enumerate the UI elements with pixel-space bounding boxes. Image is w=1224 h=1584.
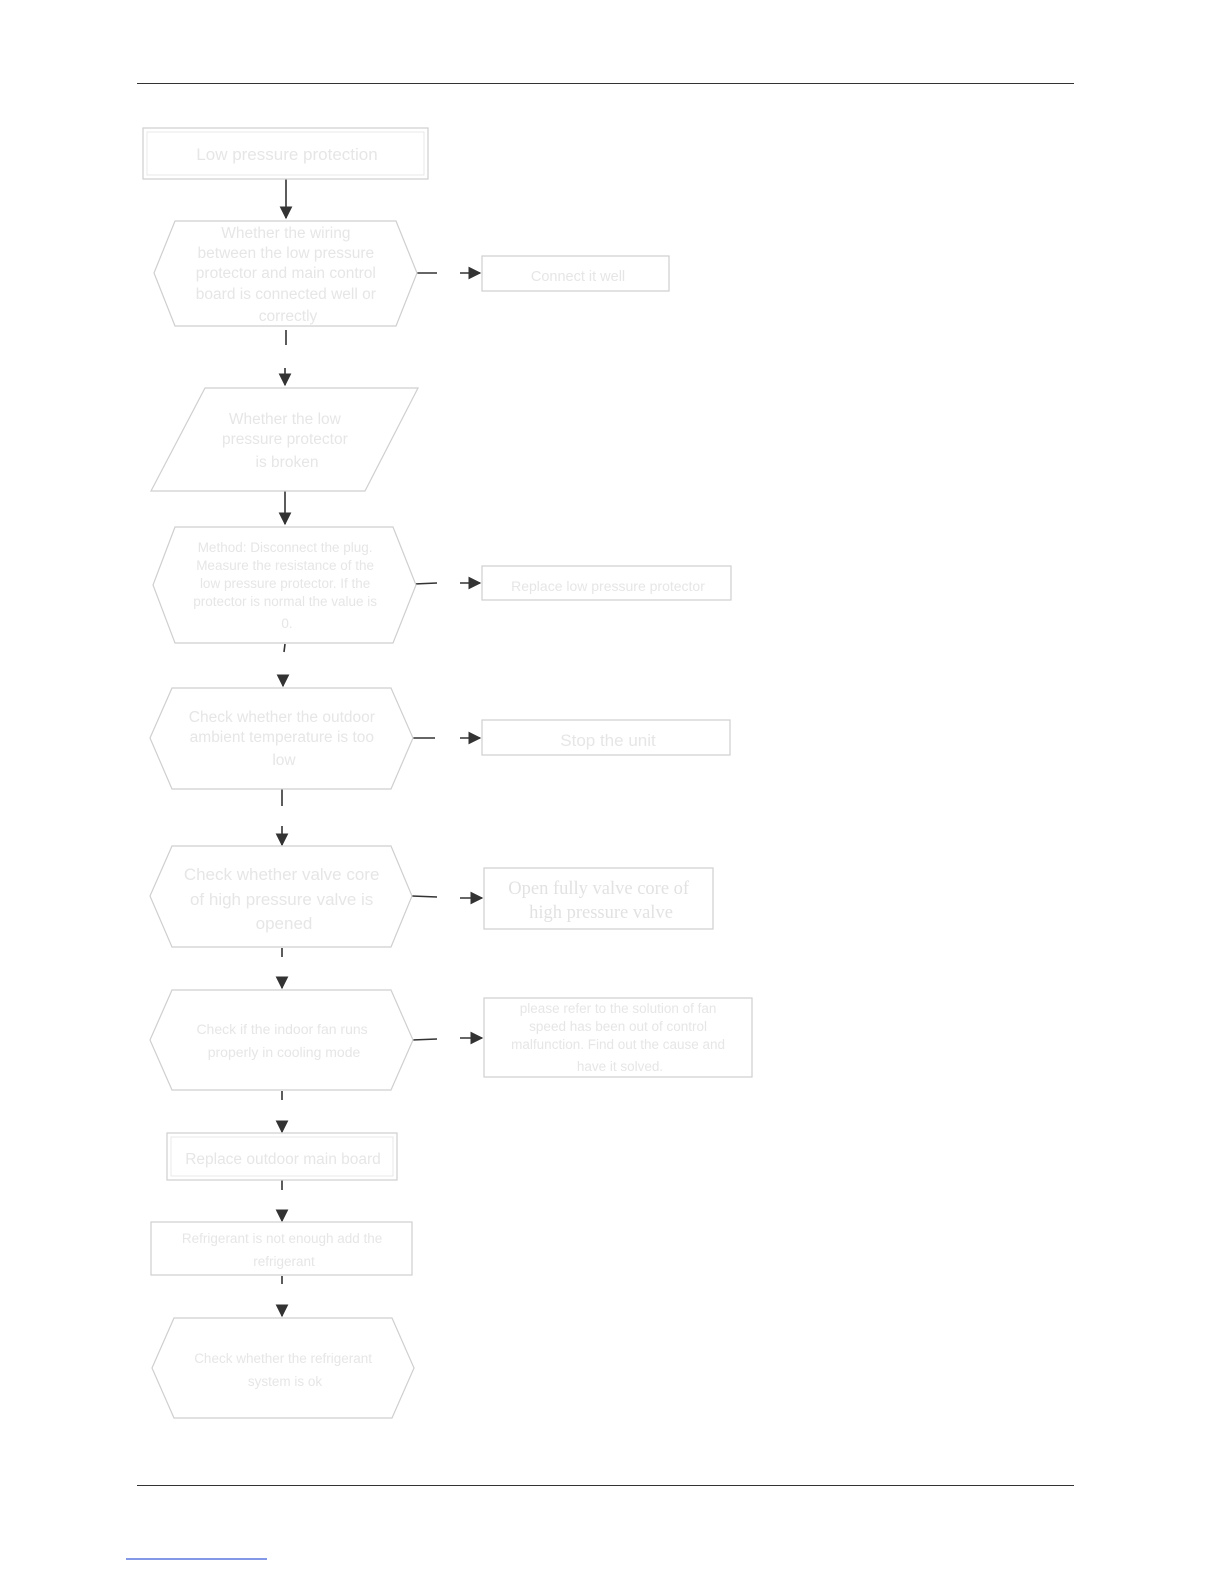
svg-text:Replace outdoor main board: Replace outdoor main board	[185, 1151, 381, 1168]
action-fan-speed-solution: please refer to the solution of fan spee…	[483, 997, 753, 1078]
svg-text:Refrigerant is not enough add: Refrigerant is not enough add the refrig…	[182, 1231, 386, 1269]
decision-indoor-fan-text: Check if the indoor fan runs properly in…	[196, 1021, 371, 1060]
connectors	[275, 179, 293, 1318]
side-connectors	[411, 266, 484, 1045]
decision-valve-core: Check whether valve core of high pressur…	[149, 845, 413, 948]
svg-text:Connect it well: Connect it well	[531, 269, 625, 285]
decision-refrigerant-system-text: Check whether the refrigerant system is …	[194, 1351, 376, 1389]
decision-protector-broken-text: Whether the low pressure protector is br…	[222, 411, 352, 471]
svg-text:Open fully valve core of: Open fully valve core of high pressure v…	[508, 879, 693, 923]
connector-step5-right	[411, 895, 438, 898]
decision-valve-core-text: Check whether valve core of high pressur…	[184, 865, 384, 933]
action-connect-well: Connect it well	[481, 255, 670, 292]
decision-indoor-fan: Check if the indoor fan runs properly in…	[149, 989, 414, 1091]
decision-refrigerant-system: Check whether the refrigerant system is …	[151, 1317, 415, 1419]
svg-text:Replace low pressure protector: Replace low pressure protector	[511, 578, 705, 594]
decision-measure-resistance-text: Method: Disconnect the plug. Measure the…	[193, 540, 381, 631]
decision-ambient-temperature-text: Check whether the outdoor ambient temper…	[189, 709, 379, 769]
connector-step3-stub	[283, 643, 286, 653]
action-open-valve: Open fully valve core of high pressure v…	[483, 867, 714, 930]
decision-wiring: Whether the wiring between the low press…	[153, 220, 418, 327]
decision-measure-resistance: Method: Disconnect the plug. Measure the…	[152, 526, 417, 644]
action-replace-protector: Replace low pressure protector	[481, 565, 732, 601]
connector-step6-right	[411, 1038, 438, 1041]
svg-text:please refer to the solution o: please refer to the solution of fan spee…	[511, 1001, 729, 1074]
connector-step3-right	[413, 582, 438, 585]
start-box: Low pressure protection	[142, 127, 429, 180]
decision-protector-broken: Whether the low pressure protector is br…	[150, 387, 419, 492]
start-label: Low pressure protection	[196, 145, 377, 164]
process-add-refrigerant: Refrigerant is not enough add the refrig…	[150, 1221, 413, 1276]
action-stop-unit: Stop the unit	[481, 719, 731, 756]
decision-wiring-text: Whether the wiring between the low press…	[196, 225, 380, 325]
decision-ambient-temperature: Check whether the outdoor ambient temper…	[149, 687, 414, 790]
process-replace-board: Replace outdoor main board	[166, 1132, 398, 1181]
svg-text:Stop the unit: Stop the unit	[560, 731, 656, 750]
